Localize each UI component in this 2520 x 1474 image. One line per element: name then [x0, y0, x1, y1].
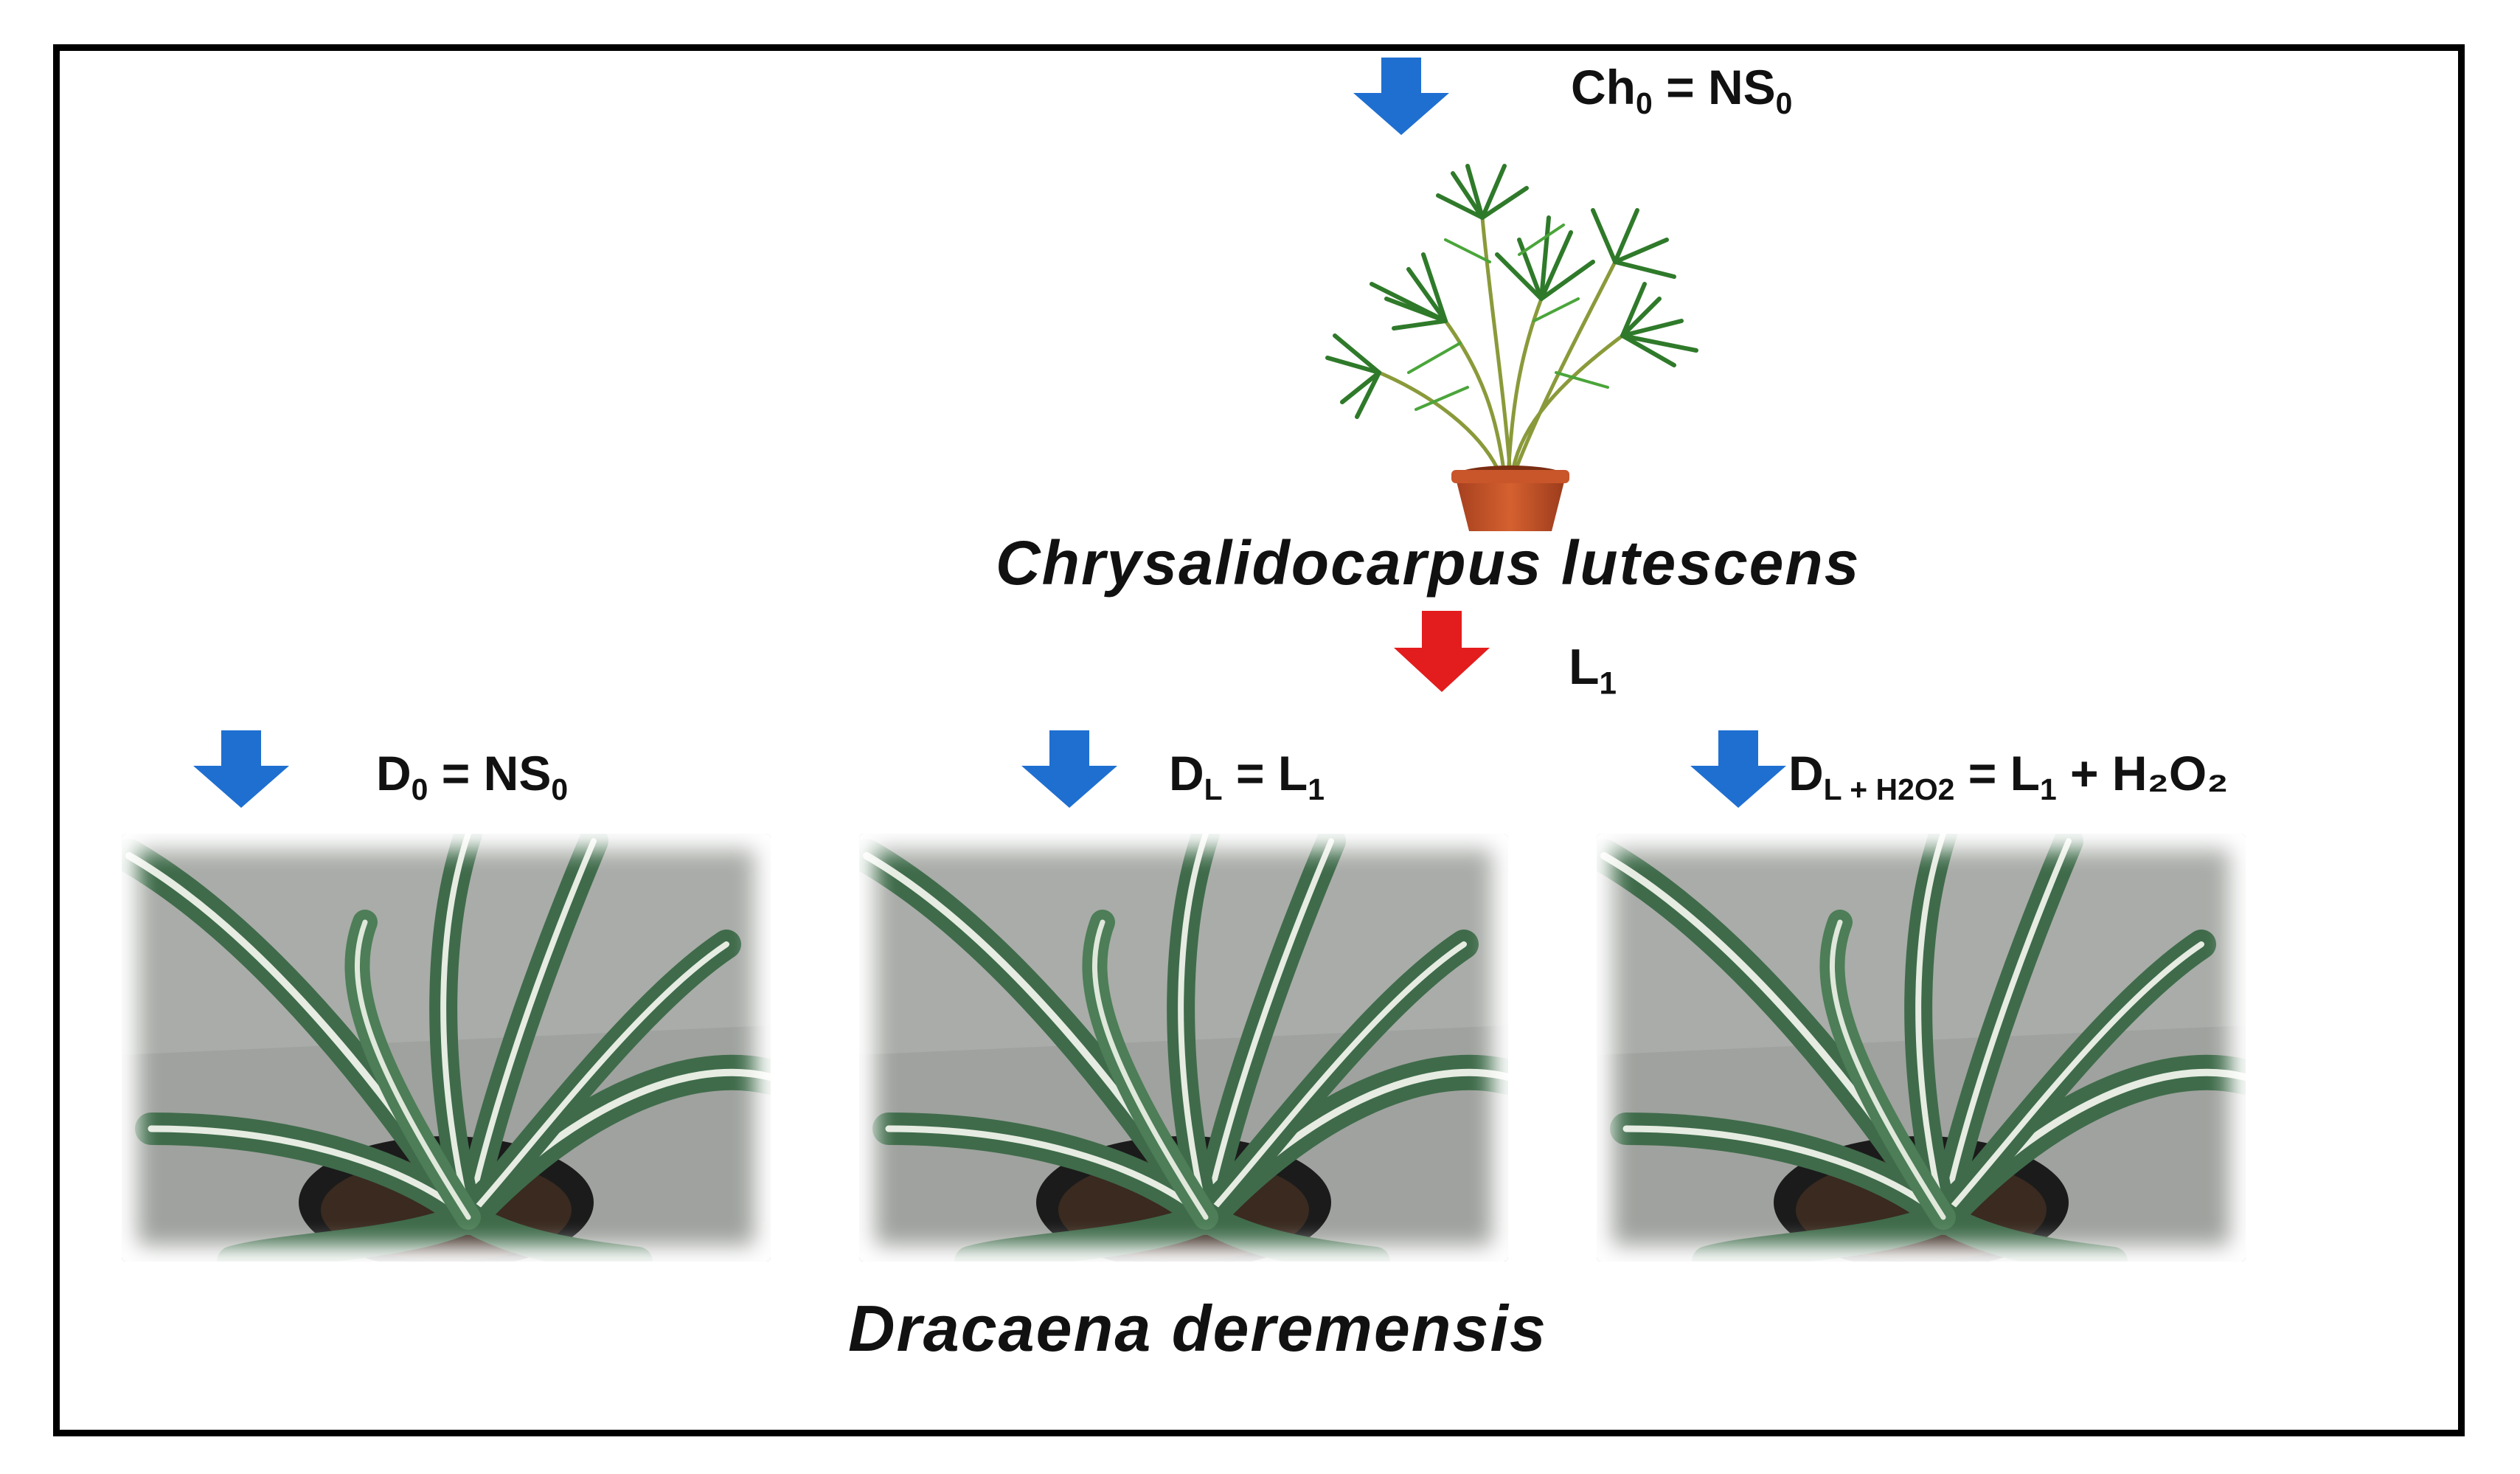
ch0-label: Ch0 = NS0 [1571, 60, 1793, 121]
group-label-d0: D0 = NS0 [376, 746, 569, 807]
blue-down-arrow-group-2 [1021, 730, 1117, 808]
blue-down-arrow-group-3 [1690, 730, 1786, 808]
l1-label: L1 [1569, 639, 1617, 701]
palm-species-name: Chrysalidocarpus lutescens [996, 528, 1861, 598]
dracaena-species-name: Dracaena deremensis [848, 1292, 1547, 1365]
blue-down-arrow-group-1 [193, 730, 289, 808]
figure-frame [53, 44, 2465, 1436]
palm-plant-image [1325, 164, 1698, 531]
dracaena-photo-3 [1597, 834, 2246, 1262]
group-label-dl-h2o2: DL + H2O2 = L1 + H₂O₂ [1788, 746, 2229, 807]
group-label-dl: DL = L1 [1169, 746, 1325, 807]
red-down-arrow [1394, 611, 1490, 692]
blue-down-arrow-top [1353, 58, 1449, 135]
dracaena-photo-2 [859, 834, 1508, 1262]
dracaena-photo-1 [122, 834, 771, 1262]
